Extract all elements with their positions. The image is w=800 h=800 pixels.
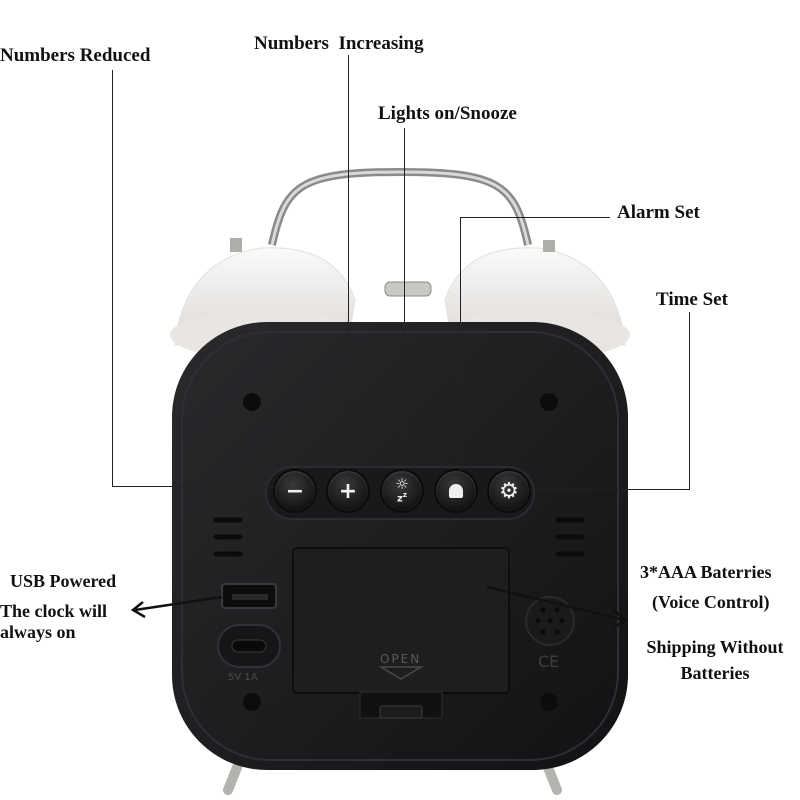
- light-snooze-button[interactable]: ☼ zz: [382, 471, 422, 511]
- battery-cover-open-label: OPEN: [380, 652, 422, 666]
- label-numbers-increasing: Numbers Increasing: [254, 33, 424, 54]
- label-batteries: 3*AAA Baterries: [640, 562, 772, 582]
- label-voice-control: (Voice Control): [652, 592, 770, 612]
- plus-icon: +: [338, 478, 358, 504]
- leader-line-light: [404, 128, 405, 476]
- label-shipping: Shipping Without Batteries: [646, 637, 784, 684]
- label-numbers-reduced: Numbers Reduced: [0, 45, 151, 66]
- label-lights-snooze: Lights on/Snooze: [378, 103, 517, 124]
- leader-line-time-horizontal: [520, 489, 690, 490]
- leader-line-alarm-vertical: [460, 217, 461, 475]
- minus-icon: −: [285, 478, 305, 504]
- label-alarm-set: Alarm Set: [617, 202, 700, 223]
- settings-button[interactable]: ⚙: [489, 471, 529, 511]
- label-usb-description: The clock will always on: [0, 601, 107, 642]
- plus-button[interactable]: +: [328, 471, 368, 511]
- ce-mark: CE: [538, 652, 560, 671]
- bell-icon: [449, 484, 463, 498]
- alarm-button[interactable]: [436, 471, 476, 511]
- label-usb-powered: USB Powered: [10, 571, 117, 591]
- power-rating-label: 5V 1A: [228, 672, 258, 683]
- label-time-set: Time Set: [656, 289, 728, 310]
- leader-line-alarm-horizontal: [460, 217, 610, 218]
- light-bulb-icon: ☼: [395, 475, 409, 494]
- gear-icon: ⚙: [499, 478, 519, 504]
- minus-button[interactable]: −: [275, 471, 315, 511]
- leader-line-minus-horizontal: [112, 486, 282, 487]
- leader-line-minus-vertical: [112, 70, 113, 486]
- snooze-zz-icon: zz: [397, 491, 407, 505]
- leader-line-time-vertical: [689, 312, 690, 489]
- leader-line-plus: [348, 55, 349, 475]
